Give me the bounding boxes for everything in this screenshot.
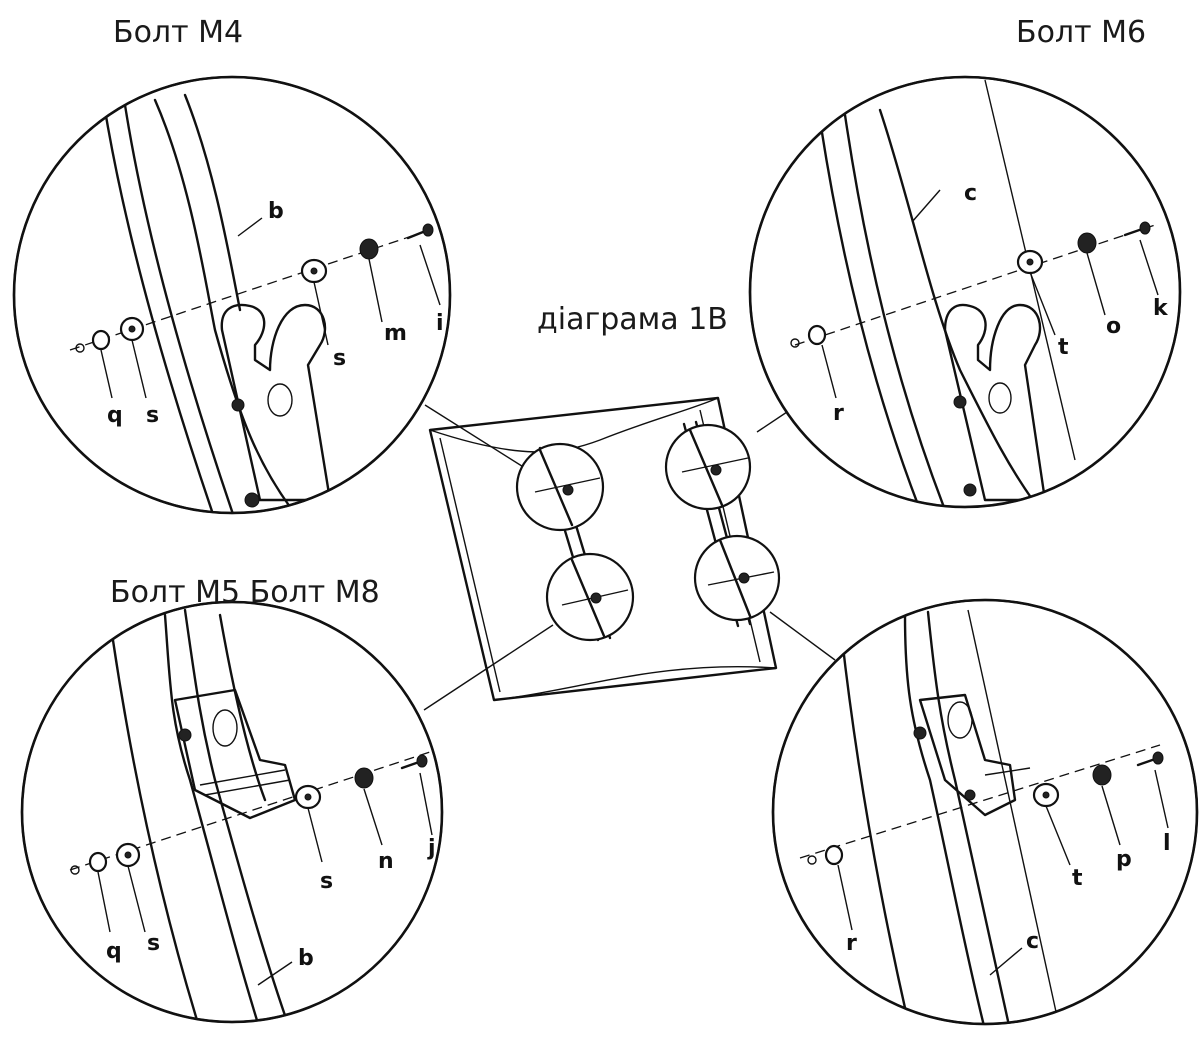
mini-detail-bottom-left bbox=[545, 552, 635, 642]
connector-top-right bbox=[756, 409, 791, 433]
part-label-r: r bbox=[833, 401, 844, 426]
connector-lines bbox=[423, 404, 836, 711]
part-label-q: q bbox=[106, 939, 122, 964]
part-label-t: t bbox=[1072, 866, 1083, 891]
title-bolt-m6: Болт М6 bbox=[1016, 15, 1147, 50]
title-bolt-m4: Болт М4 bbox=[113, 15, 244, 50]
zoom-bottom-right: t p l r c bbox=[771, 598, 1199, 1026]
mini-detail-top-right bbox=[664, 423, 752, 511]
part-label-l: l bbox=[1163, 831, 1171, 856]
center-panel bbox=[428, 396, 781, 702]
connector-top-left bbox=[424, 404, 526, 469]
mini-detail-top-left bbox=[515, 442, 605, 532]
part-label-s: s bbox=[320, 869, 333, 894]
part-label-r: r bbox=[846, 931, 857, 956]
mini-detail-bottom-right bbox=[693, 534, 781, 622]
connector-bottom-right bbox=[769, 611, 836, 661]
zoom-top-left: b s m i q s bbox=[12, 75, 452, 515]
part-label-t: t bbox=[1058, 335, 1069, 360]
part-label-s: s bbox=[333, 346, 346, 371]
part-label-m: m bbox=[384, 321, 407, 346]
connector-bottom-left bbox=[423, 624, 554, 711]
zoom-top-right: c t o k r bbox=[748, 75, 1182, 509]
part-label-s-back: s bbox=[147, 931, 160, 956]
part-label-n: n bbox=[378, 849, 394, 874]
part-label-p: p bbox=[1116, 847, 1132, 872]
part-label-s-back: s bbox=[146, 403, 159, 428]
part-label-j: j bbox=[427, 836, 436, 861]
part-label-c: c bbox=[964, 181, 977, 206]
part-label-b: b bbox=[298, 946, 314, 971]
title-bolt-m5-m8: Болт М5 Болт М8 bbox=[110, 575, 380, 610]
part-label-b: b bbox=[268, 199, 284, 224]
part-label-k: k bbox=[1153, 296, 1169, 321]
part-label-q: q bbox=[107, 403, 123, 428]
part-label-o: o bbox=[1106, 314, 1121, 339]
part-label-c: c bbox=[1026, 929, 1039, 954]
title-diagram-1b: діаграма 1В bbox=[537, 302, 728, 337]
part-label-i: i bbox=[436, 311, 444, 336]
zoom-bottom-left: s n j q s b bbox=[20, 600, 444, 1024]
